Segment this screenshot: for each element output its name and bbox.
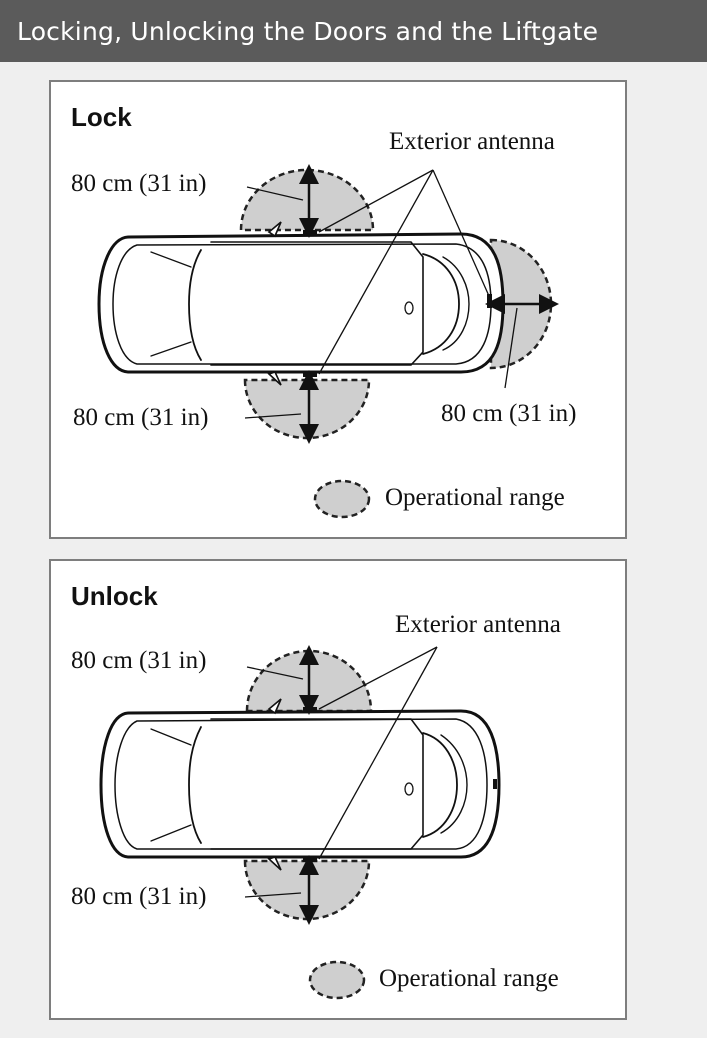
lock-diagram-panel: Lock [49,80,627,539]
unlock-legend-label: Operational range [379,965,559,992]
lock-leader-lines [244,169,518,419]
lock-car-diagram [97,164,559,519]
lock-range-top [239,168,375,232]
unlock-range-bottom-label: 80 cm (31 in) [71,883,207,910]
unlock-range-bottom [243,859,371,921]
unlock-car-diagram [99,645,501,1000]
unlock-antenna-front-door-top [303,707,317,712]
unlock-car-body [99,698,501,871]
lock-car-body [97,221,505,386]
unlock-legend-swatch [308,960,366,1000]
lock-antenna-liftgate [487,294,492,308]
page-header: Locking, Unlocking the Doors and the Lif… [0,0,707,62]
lock-antenna-front-door-bottom [303,372,317,377]
unlock-leader-lines [244,646,438,898]
lock-antenna-label: Exterior antenna [389,128,555,155]
lock-legend-label: Operational range [385,484,565,511]
unlock-range-top-label: 80 cm (31 in) [71,647,207,674]
unlock-antenna-front-door-bottom [303,857,317,862]
unlock-title: Unlock [71,581,158,611]
lock-title: Lock [71,102,132,132]
unlock-antenna-label: Exterior antenna [395,611,561,638]
unlock-diagram-panel: Unlock [49,559,627,1020]
lock-range-top-label: 80 cm (31 in) [71,170,207,197]
page-title: Locking, Unlocking the Doors and the Lif… [17,16,599,46]
lock-range-bottom-label: 80 cm (31 in) [73,404,209,431]
lock-antenna-front-door-top [303,230,317,235]
lock-legend-swatch [313,479,371,519]
lock-range-bottom [243,378,371,440]
lock-range-rear-label: 80 cm (31 in) [441,400,577,427]
